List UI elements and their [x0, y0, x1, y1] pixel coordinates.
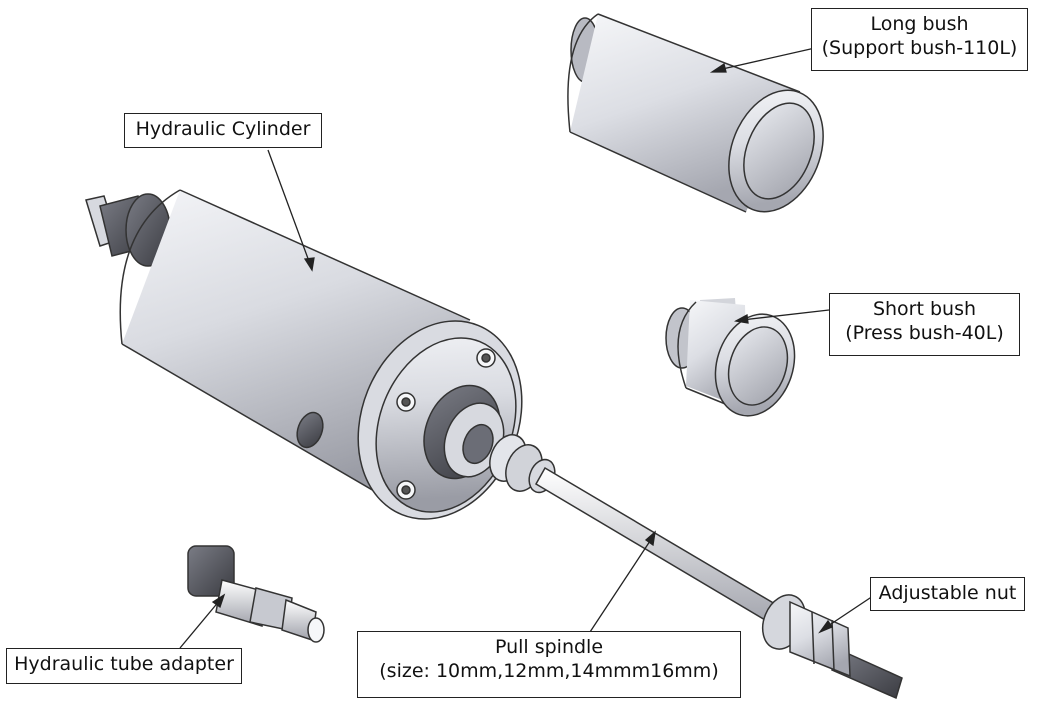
- hydraulic-tube-adapter-part: [187, 545, 325, 643]
- label-hydraulic-cylinder-title: Hydraulic Cylinder: [135, 118, 311, 140]
- label-pull-spindle-title: Pull spindle: [494, 636, 604, 658]
- label-long-bush: Long bush (Support bush-110L): [811, 8, 1028, 71]
- label-adjustable-nut-title: Adjustable nut: [878, 582, 1017, 604]
- label-pull-spindle-subtitle: (size: 10mm,12mm,14mmm16mm): [379, 660, 719, 682]
- pull-spindle-part: [489, 434, 794, 632]
- hydraulic-cylinder-part: [85, 189, 523, 520]
- label-hydraulic-tube-adapter: Hydraulic tube adapter: [6, 648, 242, 684]
- label-adjustable-nut: Adjustable nut: [870, 577, 1025, 611]
- label-short-bush-subtitle: (Press bush-40L): [845, 322, 1004, 344]
- label-hydraulic-tube-adapter-title: Hydraulic tube adapter: [14, 653, 234, 675]
- label-short-bush: Short bush (Press bush-40L): [829, 293, 1020, 356]
- label-long-bush-subtitle: (Support bush-110L): [821, 37, 1018, 59]
- short-bush-part: [665, 298, 796, 417]
- label-short-bush-title: Short bush: [872, 298, 977, 320]
- label-pull-spindle: Pull spindle (size: 10mm,12mm,14mmm16mm): [357, 631, 741, 698]
- label-hydraulic-cylinder: Hydraulic Cylinder: [124, 113, 322, 148]
- adjustable-nut-part: [761, 594, 903, 700]
- leader-lines: [179, 47, 874, 649]
- label-long-bush-title: Long bush: [870, 13, 969, 35]
- long-bush-part: [567, 13, 824, 213]
